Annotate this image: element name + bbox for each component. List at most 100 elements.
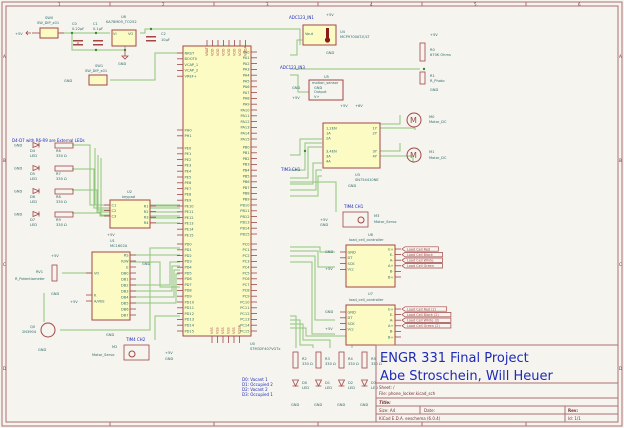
u0-pin-pb10: PB10 [240, 203, 250, 207]
m1-value: Motor_DC [429, 156, 447, 160]
c1-value: 0.1µF [93, 27, 103, 31]
loadcell-u7[interactable]: U7 load_cell_controller GNDDTSCKVccE+E-A… [325, 292, 452, 346]
frame-column-label: 1 [58, 2, 61, 7]
u3-pin-1,2en: 1,2EN [326, 126, 337, 130]
resistor-icon [338, 351, 345, 369]
junctions [70, 27, 426, 153]
switch-sw1[interactable]: SW1 SW_DIP_x01 GND [64, 64, 108, 86]
u3-pin-2a: 2A [326, 136, 331, 140]
led-icon [337, 379, 346, 387]
switch-sw0[interactable]: SW0 SW_DIP_x01 [32, 16, 64, 39]
sheet-size: Size: A4 [379, 408, 396, 413]
u0-pin-pc6: PC6 [243, 277, 251, 281]
u0-pin-vdda: VDDA [244, 46, 248, 56]
u6-pin-b+: B+ [388, 275, 393, 279]
u5-pin-vplus: V+ [314, 95, 319, 99]
u8-ref: U8 [121, 15, 127, 19]
u1-pin-db7: DB7 [121, 313, 129, 317]
u0-pin-vss: VSS [221, 327, 225, 334]
temp-sensor-u4[interactable]: Vout U4 MCP9700AT-E/LT +5V GND ADC123_IN… [289, 13, 370, 55]
m0-ref: M0 [429, 115, 435, 119]
u7-pin-b-: B- [390, 330, 394, 334]
photoresistor-r1[interactable]: R1 R_Photo GND [419, 71, 445, 92]
motor-m0[interactable]: M M0 Motor_DC [406, 112, 447, 128]
frame-row-label: A [3, 54, 6, 59]
capacitor-c0[interactable]: C0 0.22µF [72, 22, 84, 46]
m2-value: Motor_Servo [92, 353, 114, 357]
led-ref: D7 [30, 218, 35, 222]
u7-pin-gnd: GND [348, 310, 356, 314]
u0-pin-pb1: PB1 [243, 151, 250, 155]
u5-ref: U5 [324, 75, 329, 79]
servo-m2[interactable]: TIM4 CH2 M2 Motor_Servo +5V GND [92, 337, 173, 361]
u0-ref: U0 [250, 342, 256, 346]
resistor-r0[interactable]: +5V R0 670K Ohms [419, 33, 451, 62]
u0-pin-pa0: PA0 [243, 50, 250, 54]
resistor-value: 330 Ω [56, 154, 67, 158]
servo-m3[interactable]: TIM4 CH1 M3 Motor_Servo +5V GND [320, 204, 396, 228]
u0-pin-pd5: PD5 [185, 271, 192, 275]
svg-text:M: M [410, 116, 417, 125]
regulator-u8[interactable]: VI VO U8 KA78M05_TO252 GND [106, 15, 137, 66]
u6-cell-label: Load Cell White [407, 259, 434, 263]
u0-pin-vdd: VDD [233, 48, 237, 56]
u0-pin-pd7: PD7 [185, 283, 192, 287]
lcd-u1[interactable]: +5V U1 MC1602A GND GND RSR/WEDB0DB1DB2DB… [86, 233, 150, 337]
title-line-2: Abe Stroschein, Will Heuer [380, 369, 553, 384]
motor-m1[interactable]: M M1 Motor_DC [406, 147, 447, 163]
u0-pin-vss: VSS [210, 327, 214, 334]
u0-pin-pd9: PD9 [185, 295, 193, 299]
u0-pin-pd15: PD15 [185, 329, 195, 333]
m1-ref: M1 [429, 150, 434, 154]
u7-pin-a+: A+ [388, 324, 393, 328]
u0-pin-pd6: PD6 [185, 277, 193, 281]
u0-pin-pb11: PB11 [240, 209, 249, 213]
c2-value: 10µF [161, 38, 170, 42]
u5-pin-gnd: GND [314, 86, 322, 90]
c0-ref: C0 [72, 22, 78, 26]
u6-pin-sck: SCK [348, 262, 356, 266]
led-icon [291, 379, 300, 387]
u6-cell-label: Load Cell Green [407, 264, 434, 268]
u0-pin-pb7: PB7 [243, 186, 250, 190]
led-gnd: GND [14, 212, 22, 216]
u6-pin-e+: E+ [388, 247, 393, 251]
u0-pin-pe2: PE2 [185, 158, 192, 162]
u5-pin-output: Output [314, 90, 327, 94]
u0-pin-pd14: PD14 [185, 324, 195, 328]
u0-pin-pc15: PC15 [240, 329, 249, 333]
m2-ref: M2 [112, 345, 117, 349]
transistor-q0[interactable]: Q0 2N3904 GND [22, 322, 56, 352]
u0-pin-vdd: VDD [238, 48, 242, 56]
svg-text:M: M [410, 151, 417, 160]
resistor-value: 330 Ω [56, 177, 67, 181]
loadcell-u6[interactable]: U6 load_cell_controller GNDDTSCKVccE+E-A… [325, 233, 443, 288]
net-adc-in3: ADC123_IN3 [280, 65, 305, 70]
led-gnd: GND [14, 189, 22, 193]
u6-cell-label: Load Cell Black [407, 253, 433, 257]
u2-ref: U2 [127, 190, 132, 194]
frame-row-label: D [3, 366, 6, 371]
motion-sensor-u5[interactable]: U5 motion_sensor GND Output V+ GND +5V [292, 75, 344, 101]
u3-pin-4a: 4A [326, 159, 331, 163]
u0-pin-vdd: VDD [222, 48, 226, 56]
led-type: LED [371, 386, 378, 390]
led-icon [32, 187, 41, 195]
u2-pin-c3: C3 [112, 214, 117, 218]
capacitor-c1[interactable]: C1 0.1µF [93, 22, 103, 46]
mcu-u0[interactable]: NRSTBOOT0VCAP_1VCAP_2VREF+PH0PH1PE0PE1PE… [177, 40, 281, 351]
wires [43, 28, 420, 348]
u0-pin-pb3: PB3 [243, 163, 250, 167]
sw0-ref: SW0 [45, 16, 54, 20]
m3-value: Motor_Servo [374, 220, 396, 224]
potentiometer-rv1[interactable]: +5V RV1 R_Potentiometer [15, 254, 59, 282]
led-type: LED [30, 177, 37, 181]
u0-pin-pe4: PE4 [185, 170, 192, 174]
u0-pin-pe7: PE7 [185, 187, 192, 191]
global-label [401, 317, 452, 323]
q0-ref: Q0 [30, 325, 36, 329]
power-5v-sw0: +5V [15, 30, 31, 36]
capacitor-c2[interactable]: C2 10µF [146, 32, 170, 42]
